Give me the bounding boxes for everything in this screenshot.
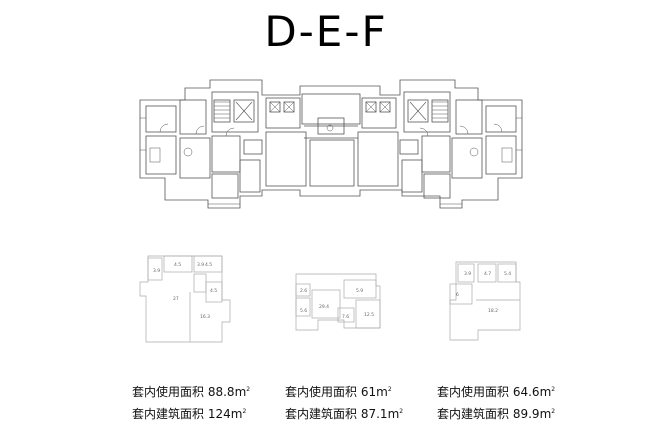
building-area-value: 89.9m	[512, 407, 552, 421]
room-label: 12.5	[364, 312, 374, 318]
usable-area-label: 套内使用面积	[285, 385, 358, 399]
usable-area-row: 套内使用面积 88.8m2	[132, 380, 250, 402]
usable-area-label: 套内使用面积	[437, 385, 510, 399]
usable-area-row: 套内使用面积 61m2	[285, 380, 403, 402]
building-area-value: 124m	[207, 407, 243, 421]
room-label: 18.2	[488, 308, 498, 314]
area-unit-superscript: 2	[551, 386, 556, 393]
building-area-label: 套内建筑面积	[285, 407, 358, 421]
building-area-row: 套内建筑面积 87.1m2	[285, 402, 403, 424]
room-label: 4.5	[205, 262, 212, 268]
room-label: 4.5	[210, 288, 217, 294]
usable-area-value: 61m	[360, 385, 388, 399]
room-label: 3.9	[153, 268, 160, 274]
area-unit-superscript: 2	[551, 408, 556, 415]
room-label: 4.5	[174, 262, 181, 268]
room-label: 5.6	[300, 308, 307, 314]
building-area-row: 套内建筑面积 124m2	[132, 402, 250, 424]
room-label: 2.6	[300, 288, 307, 294]
unit-e-plan	[295, 273, 381, 331]
room-label: 27	[173, 296, 179, 302]
room-label: 16.3	[200, 314, 210, 320]
room-label: 3.9	[197, 262, 204, 268]
room-label: 3.9	[464, 271, 471, 277]
area-unit-superscript: 2	[242, 408, 247, 415]
unit-f-plan	[449, 261, 521, 341]
page-title: D-E-F	[264, 7, 388, 56]
room-label: 6	[456, 292, 459, 298]
area-unit-superscript: 2	[246, 386, 251, 393]
main-floor-plan	[139, 79, 523, 209]
unit-f-stats: 套内使用面积 64.6m2 套内建筑面积 89.9m2	[437, 380, 555, 424]
building-area-row: 套内建筑面积 89.9m2	[437, 402, 555, 424]
room-label: 4.7	[484, 271, 491, 277]
room-label: 5.9	[356, 288, 363, 294]
unit-d-room-labels: 3.9 4.5 3.9 4.5 4.5 27 16.3	[153, 262, 217, 320]
area-unit-superscript: 2	[399, 408, 404, 415]
building-area-label: 套内建筑面积	[132, 407, 205, 421]
room-label: 7.6	[342, 314, 349, 320]
usable-area-value: 64.6m	[512, 385, 552, 399]
room-label: 5.4	[504, 271, 511, 277]
unit-d-stats: 套内使用面积 88.8m2 套内建筑面积 124m2	[132, 380, 250, 424]
unit-d-plan	[139, 255, 231, 343]
room-label: 29.4	[319, 304, 329, 310]
building-area-label: 套内建筑面积	[437, 407, 510, 421]
usable-area-row: 套内使用面积 64.6m2	[437, 380, 555, 402]
usable-area-value: 88.8m	[207, 385, 247, 399]
area-unit-superscript: 2	[387, 386, 392, 393]
usable-area-label: 套内使用面积	[132, 385, 205, 399]
unit-f-room-labels: 3.9 4.7 5.4 6 18.2	[456, 271, 511, 314]
unit-e-stats: 套内使用面积 61m2 套内建筑面积 87.1m2	[285, 380, 403, 424]
building-area-value: 87.1m	[360, 407, 400, 421]
unit-e-room-labels: 2.6 5.9 29.4 5.6 7.6 12.5	[300, 288, 374, 320]
